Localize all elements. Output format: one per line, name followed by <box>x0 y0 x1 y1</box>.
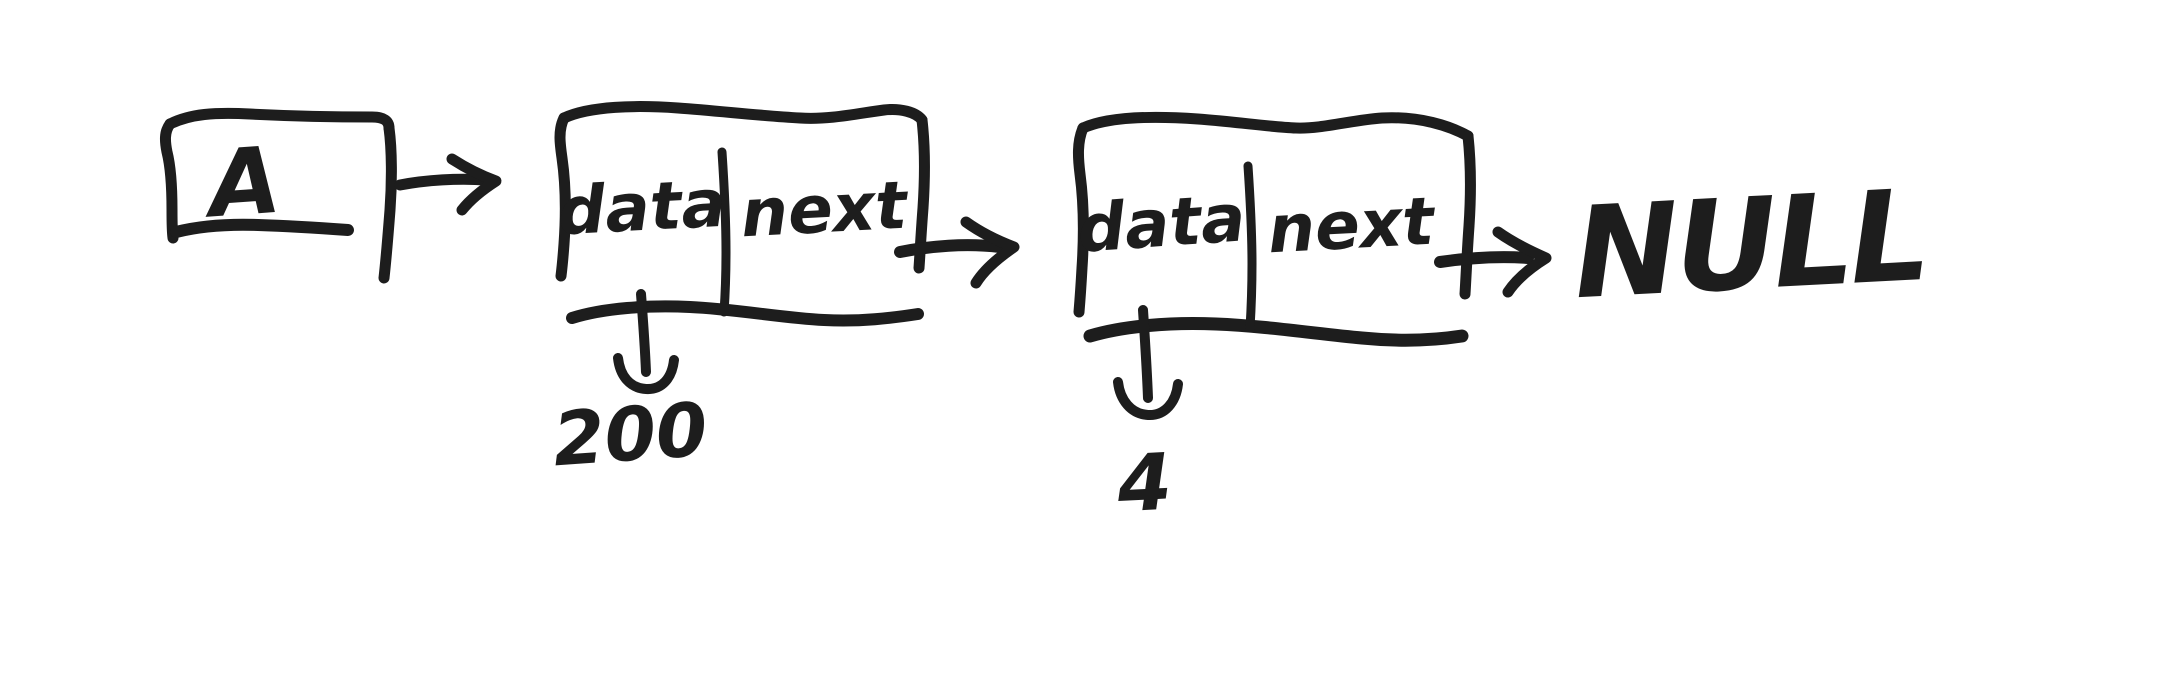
node-0-next-label: next <box>739 167 911 253</box>
arrow-head-icon <box>960 216 1020 289</box>
arrow-head-icon <box>613 353 679 394</box>
arrow-shaft-icon <box>894 239 1006 258</box>
pointer-box-right-edge <box>378 122 397 284</box>
pointer-box-top-edge <box>164 107 395 134</box>
null-label: NULL <box>1570 162 1930 327</box>
node-0-bottom-edge <box>566 300 924 327</box>
arrow-shaft-icon <box>1138 305 1153 403</box>
pointer-box-a: A <box>159 107 397 284</box>
arrow-node1-data-to-4: 4 <box>1113 305 1183 531</box>
arrow-node1-to-null <box>1434 226 1552 298</box>
arrow-shaft-icon <box>636 289 651 377</box>
arrow-shaft-icon <box>1434 251 1534 268</box>
arrow-head-icon <box>446 153 502 216</box>
pointer-box-left-edge <box>159 118 179 244</box>
arrow-node0-to-node1 <box>894 216 1020 289</box>
arrow-head-icon <box>1113 377 1183 420</box>
node-1: data next <box>1072 111 1476 347</box>
node-0-left-edge <box>554 112 571 282</box>
node-0-cell-divider <box>717 147 731 317</box>
null-terminator: NULL <box>1570 162 1930 327</box>
arrow-head-icon <box>1492 226 1552 298</box>
node-0-top-edge <box>558 101 928 126</box>
node-1-left-edge <box>1072 122 1089 318</box>
node-0-data-label: data <box>556 165 728 251</box>
annotation-4: 4 <box>1114 438 1174 531</box>
node-1-top-edge <box>1077 111 1474 142</box>
node-1-next-label: next <box>1266 183 1438 269</box>
node-0: data next <box>554 101 930 327</box>
pointer-box-underline <box>170 218 354 238</box>
node-1-data-label: data <box>1075 179 1248 268</box>
arrow-shaft-icon <box>394 173 492 191</box>
node-1-cell-divider <box>1243 161 1257 333</box>
pointer-box-label: A <box>200 127 284 239</box>
arrow-node0-data-to-200: 200 <box>550 289 710 484</box>
annotation-200: 200 <box>550 387 710 484</box>
arrow-a-to-node0 <box>394 153 502 216</box>
node-1-right-edge <box>1459 130 1476 300</box>
